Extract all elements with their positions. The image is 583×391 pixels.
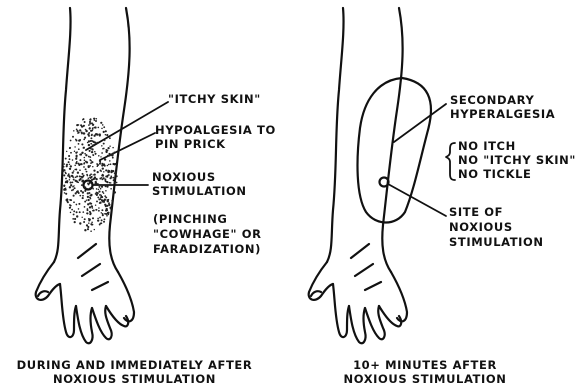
label-itchy-skin: "ITCHY SKIN" [168,92,261,106]
label-secondary-hyperalgesia: SECONDARY HYPERALGESIA [450,93,555,121]
label-site-of-stimulation: SITE OF NOXIOUS STIMULATION [449,205,544,250]
caption-left: DURING AND IMMEDIATELY AFTER NOXIOUS STI… [7,358,262,386]
stipple-region [62,118,117,232]
label-no-itch-list: NO ITCH NO "ITCHY SKIN" NO TICKLE [458,139,576,181]
caption-right: 10+ MINUTES AFTER NOXIOUS STIMULATION [330,358,520,386]
left-arm-outline [36,8,134,343]
label-noxious-stimulation: NOXIOUS STIMULATION [152,170,247,198]
label-stimulation-methods: (PINCHING "COWHAGE" OR FARADIZATION) [153,212,262,257]
label-hypoalgesia: HYPOALGESIA TO PIN PRICK [155,123,276,151]
leader-lines [86,102,455,216]
